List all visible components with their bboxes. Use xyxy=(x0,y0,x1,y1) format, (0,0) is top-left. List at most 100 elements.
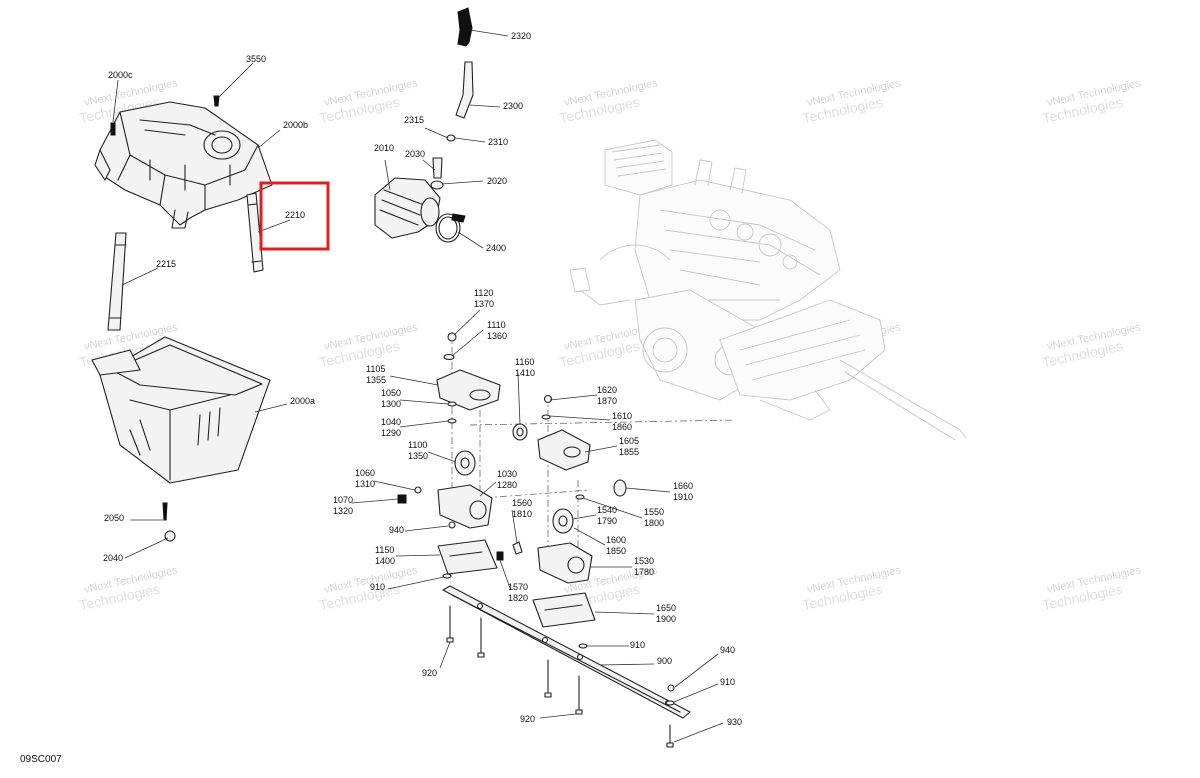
intake-adapter-2010 xyxy=(374,177,441,239)
part-label: 1150 xyxy=(375,545,394,555)
part-label: 1320 xyxy=(333,506,353,516)
part-label: 910 xyxy=(720,677,735,687)
part-label: 1105 xyxy=(366,364,385,374)
part-label: 2300 xyxy=(503,101,523,111)
base-rail-900 xyxy=(442,585,691,719)
diagram-code: 09SC007 xyxy=(20,754,62,765)
part-label: 1855 xyxy=(619,447,639,457)
part-label: 3550 xyxy=(246,54,266,64)
part-label: 2000b xyxy=(283,120,308,130)
bushing-1160 xyxy=(512,423,528,441)
part-label: 920 xyxy=(520,714,535,724)
part-label: 2315 xyxy=(404,115,424,125)
bolt-1070 xyxy=(397,494,407,504)
washer-1560 xyxy=(512,541,523,555)
part-label: 1060 xyxy=(355,468,375,478)
part-label: 1850 xyxy=(606,546,626,556)
damper-1540 xyxy=(552,508,574,534)
nut-940 xyxy=(448,521,456,529)
bracket-1530 xyxy=(537,542,593,584)
part-label: 1660 xyxy=(673,481,693,491)
part-number-labels: 2000c35502000b221022152000a2050204023202… xyxy=(103,31,742,727)
part-label: 910 xyxy=(370,582,385,592)
part-label: 1870 xyxy=(597,396,617,406)
part-label: 1360 xyxy=(487,331,507,341)
part-label: 1540 xyxy=(597,505,617,515)
bolt-1060 xyxy=(414,486,422,494)
strap-2210 xyxy=(246,192,264,273)
hose-2320 xyxy=(457,7,473,47)
part-label: 920 xyxy=(422,668,437,678)
part-label: 2020 xyxy=(487,176,507,186)
part-label: 1040 xyxy=(381,417,401,427)
strap-2215 xyxy=(107,232,127,331)
clamp-2310 xyxy=(446,134,456,142)
bracket-1030 xyxy=(437,484,493,529)
part-label: 2400 xyxy=(486,243,506,253)
washer-910-b xyxy=(578,643,588,649)
part-label: 1030 xyxy=(497,469,517,479)
bracket-1605 xyxy=(537,429,591,471)
part-label: 1910 xyxy=(673,492,693,502)
part-label: 1280 xyxy=(497,480,517,490)
washer-910-c xyxy=(665,700,675,706)
washer-1610 xyxy=(541,414,551,420)
part-label: 2310 xyxy=(488,137,508,147)
bolt-920-d xyxy=(575,675,583,715)
part-label: 1070 xyxy=(333,495,353,505)
part-label: 930 xyxy=(727,717,742,727)
part-label: 2210 xyxy=(285,210,305,220)
plate-1150 xyxy=(437,539,498,575)
part-label: 1820 xyxy=(508,593,528,603)
washer-910 xyxy=(442,573,452,579)
part-label: 2000a xyxy=(290,396,315,406)
washer-1040 xyxy=(447,418,457,424)
part-label: 1600 xyxy=(606,535,626,545)
part-label: 1790 xyxy=(597,516,617,526)
leader-lines xyxy=(112,29,724,743)
part-label: 1605 xyxy=(619,436,639,446)
part-label: 2320 xyxy=(511,31,531,41)
pipe-2300 xyxy=(455,61,474,119)
washer-1660 xyxy=(613,479,627,497)
fitting-2030-2020 xyxy=(430,157,444,190)
part-label: 1355 xyxy=(366,375,386,385)
part-label: 1780 xyxy=(634,567,654,577)
part-label: 1290 xyxy=(381,428,401,438)
part-label: 2010 xyxy=(374,143,394,153)
bolt-930 xyxy=(666,724,674,748)
part-label: 1160 xyxy=(515,357,534,367)
part-label: 1800 xyxy=(644,518,664,528)
part-label: 1350 xyxy=(408,451,428,461)
highlight-box xyxy=(259,181,330,251)
washer-1110 xyxy=(443,353,455,361)
part-label: 1620 xyxy=(597,385,617,395)
bolt-920-b xyxy=(477,617,485,658)
bolt-920-a xyxy=(446,605,454,643)
part-label: 1370 xyxy=(474,299,494,309)
air-box-body xyxy=(91,336,271,542)
part-label: 940 xyxy=(720,645,735,655)
part-label: 1610 xyxy=(612,411,632,421)
part-label: 1860 xyxy=(612,422,632,432)
part-label: 2000c xyxy=(108,70,133,80)
washer-1050 xyxy=(447,401,457,407)
part-label: 1900 xyxy=(656,614,676,624)
clamp-2400 xyxy=(435,213,466,243)
part-label: 2050 xyxy=(104,513,124,523)
part-label: 900 xyxy=(657,656,672,666)
part-label: 910 xyxy=(630,640,645,650)
part-label: 1560 xyxy=(512,498,532,508)
part-label: 1120 xyxy=(474,288,493,298)
bracket-1105 xyxy=(436,369,501,411)
part-label: 1650 xyxy=(656,603,676,613)
cover-screw-2000c xyxy=(110,122,116,136)
